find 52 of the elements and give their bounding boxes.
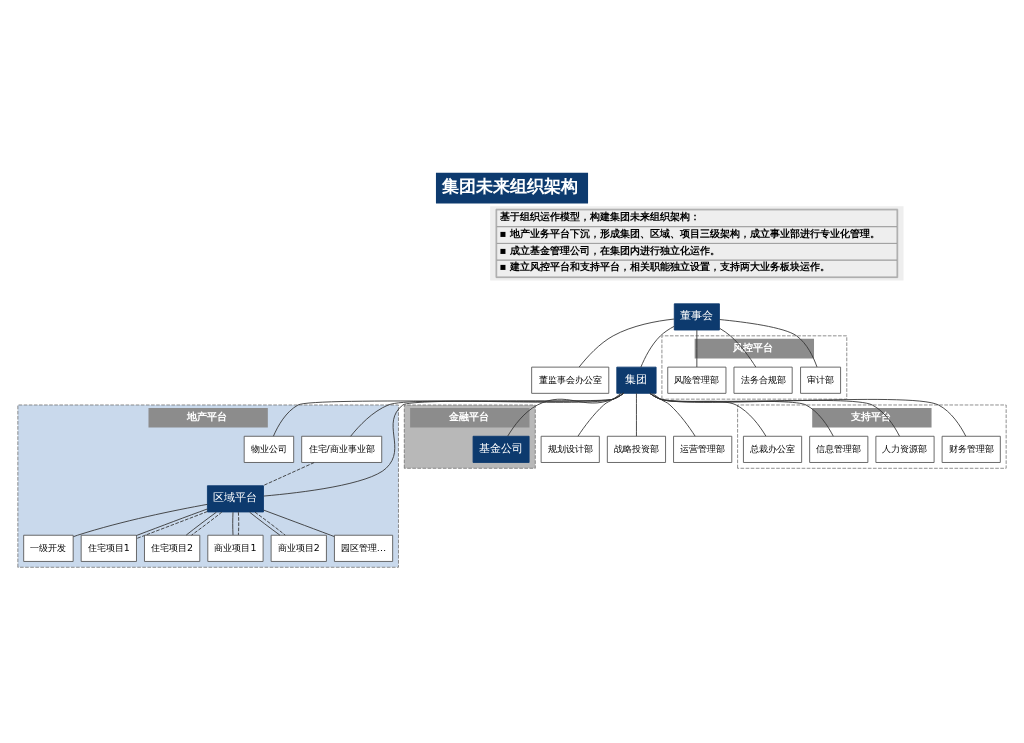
connector	[649, 393, 834, 437]
node-box: 集团	[616, 366, 657, 394]
connector	[249, 511, 281, 536]
connector	[578, 318, 675, 368]
node-box: 总裁办公室	[743, 435, 803, 463]
connector	[262, 462, 315, 487]
connector	[350, 392, 624, 437]
node-box: 区域平台	[207, 485, 264, 513]
connector	[640, 325, 675, 368]
node-box: 财务管理部	[941, 435, 1001, 463]
node-box: 商业项目1	[207, 534, 264, 562]
connector	[636, 392, 637, 437]
connector	[263, 392, 624, 497]
node-box: 住宅项目1	[80, 534, 137, 562]
connector	[191, 511, 223, 536]
diagram-title: 集团未来组织架构	[442, 175, 579, 196]
label: ▪ 地产业务平台下沉，形成集团、区域、项目三级架构，成立事业部进行专业化管理。	[499, 228, 881, 240]
connector	[254, 511, 286, 536]
node-box: 风险管理部	[667, 366, 727, 394]
label: 基于组织运作模型，构建集团未来组织架构：	[499, 211, 700, 223]
label: ▪ 成立基金管理公司，在集团内进行独立化运作。	[499, 244, 721, 256]
connector	[649, 392, 967, 437]
node-box: 规划设计部	[540, 435, 600, 463]
connector	[263, 509, 335, 537]
node-box: 园区管理…	[334, 534, 394, 562]
node-box: 董事会	[673, 303, 720, 331]
connector	[649, 392, 767, 437]
node-box: 审计部	[800, 366, 841, 394]
node-box: 物业公司	[243, 435, 295, 463]
node-box: 法务合规部	[733, 366, 793, 394]
node-box: 住宅项目2	[144, 534, 201, 562]
connector	[577, 392, 622, 437]
connector	[237, 511, 240, 536]
node-box: 基金公司	[472, 435, 530, 463]
node-box: 战略投资部	[606, 435, 666, 463]
node-box: 运营管理部	[673, 435, 733, 463]
node-box: 商业项目2	[270, 534, 327, 562]
node-box: 一级开发	[23, 534, 74, 562]
node-box: 董监事会办公室	[531, 366, 610, 394]
connector	[185, 511, 217, 536]
node-box: 人力资源部	[875, 435, 935, 463]
connector	[72, 503, 208, 538]
connector	[696, 329, 698, 368]
label: ▪ 建立风控平台和支持平台，相关职能独立设置，支持两大业务板块运作。	[499, 261, 831, 273]
connector	[649, 392, 900, 437]
connector	[273, 392, 624, 437]
connector	[232, 511, 234, 536]
node-box: 住宅/商业事业部	[301, 435, 383, 463]
node-box: 信息管理部	[809, 435, 869, 463]
connector	[507, 392, 624, 437]
connector	[719, 327, 757, 368]
connector	[652, 393, 696, 437]
